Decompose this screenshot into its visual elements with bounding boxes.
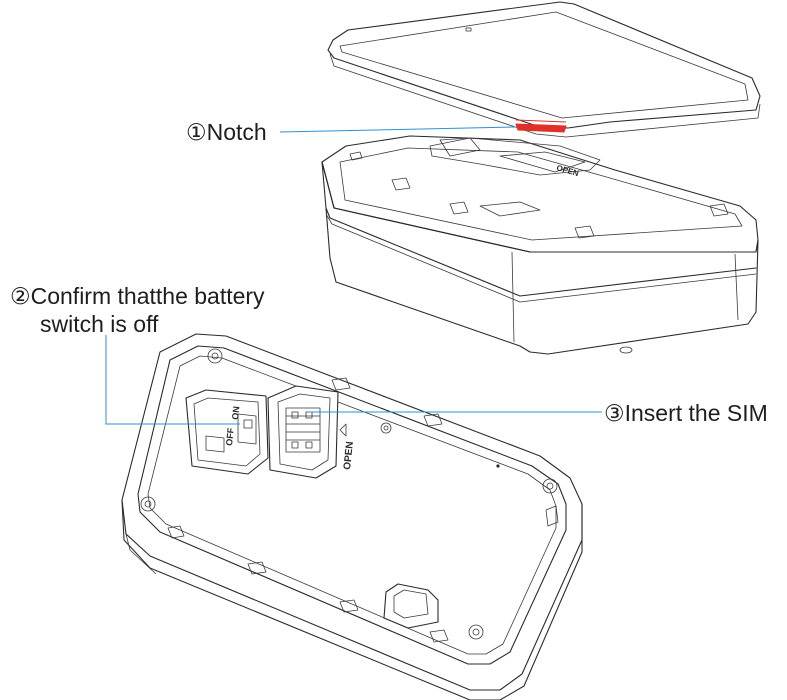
- lid-notch: [515, 119, 567, 133]
- upper-device-base: [321, 135, 759, 355]
- device-markings: OFF ON OPEN OPEN: [224, 163, 580, 470]
- top-lid: [327, 1, 761, 138]
- switch-off-marking: OFF: [224, 427, 236, 446]
- switch-on-marking: ON: [230, 406, 241, 420]
- battery-callout-line2: switch is off: [40, 311, 159, 337]
- notch-leader: [279, 126, 517, 133]
- sim-open-marking: OPEN: [342, 441, 356, 470]
- callouts: ①Notch ②Confirm thatthe battery switch i…: [10, 119, 768, 426]
- sim-callout: ③Insert the SIM: [604, 400, 768, 426]
- battery-callout-line1: ②Confirm thatthe battery: [10, 283, 265, 309]
- lower-device-base: [121, 333, 583, 700]
- battery-leader: [105, 335, 240, 425]
- notch-callout: ①Notch: [186, 119, 267, 145]
- leader-lines: [105, 126, 602, 425]
